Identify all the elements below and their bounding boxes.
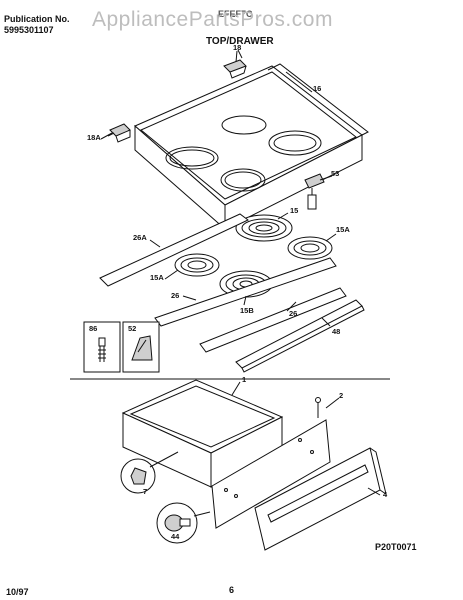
callout-labels: 18 16 18A 53 15 15A 26A 15A 26 15B 26 48…	[87, 43, 388, 541]
callout-53: 53	[331, 169, 339, 178]
model-number: EFEF7C	[218, 9, 253, 19]
hinge-top	[223, 49, 247, 79]
roller-part-44	[156, 502, 211, 544]
section-title: TOP/DRAWER	[206, 36, 274, 47]
hinge-left	[107, 123, 131, 143]
footer-page-number: 6	[229, 585, 235, 595]
publication-label: Publication No.	[4, 14, 70, 24]
bracket-53	[304, 173, 325, 210]
callout-26A: 26A	[133, 233, 147, 242]
heating-elements	[174, 214, 333, 298]
callout-26-right: 26	[289, 309, 297, 318]
callout-18A: 18A	[87, 133, 101, 142]
callout-26-left: 26	[171, 291, 179, 300]
callout-15-top: 15	[290, 206, 298, 215]
clip-part-7	[120, 451, 179, 494]
callout-48: 48	[332, 327, 340, 336]
callout-2: 2	[339, 391, 343, 400]
inset-part-86	[83, 321, 121, 373]
inset-part-52	[122, 321, 160, 373]
callout-16: 16	[313, 84, 321, 93]
drawer-front-panel	[254, 447, 387, 551]
watermark: AppliancePartsPros.com	[92, 8, 333, 31]
callout-52: 52	[128, 324, 136, 333]
drawer-back-panel	[211, 397, 331, 529]
callout-4: 4	[383, 490, 388, 499]
callout-18-top: 18	[233, 43, 241, 52]
callout-44: 44	[171, 532, 180, 541]
footer-date: 10/97	[6, 587, 29, 597]
leader-lines	[100, 50, 381, 496]
callout-15A-right: 15A	[336, 225, 350, 234]
drawer-assembly	[121, 379, 284, 488]
callout-15A-left: 15A	[150, 273, 164, 282]
callout-15B: 15B	[240, 306, 254, 315]
cooktop-assembly	[134, 63, 369, 231]
support-rails	[99, 213, 365, 373]
callout-86: 86	[89, 324, 97, 333]
callout-1: 1	[242, 375, 246, 384]
callout-7: 7	[143, 487, 147, 496]
figure-code: P20T0071	[375, 542, 417, 552]
publication-number: 5995301107	[4, 25, 54, 35]
